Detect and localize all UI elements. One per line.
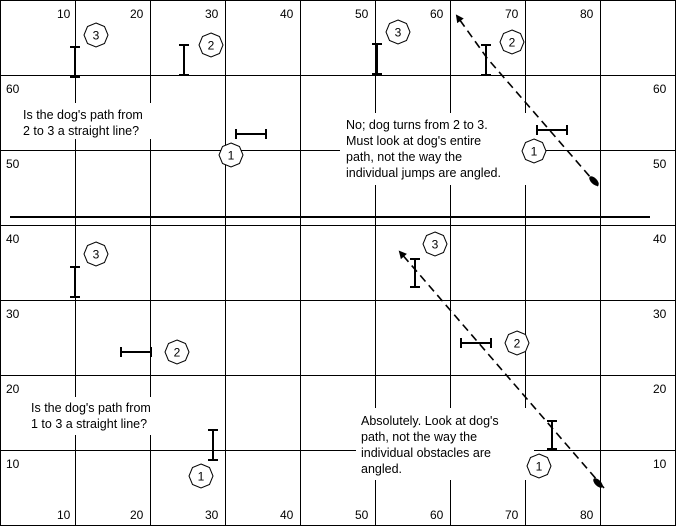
tick-label-bottom: 10 xyxy=(57,508,71,522)
question-line: 1 to 3 a straight line? xyxy=(31,417,147,431)
obstacle-number-2: 2 xyxy=(504,330,530,356)
jump-obstacle xyxy=(536,125,568,135)
tick-label-bottom: 30 xyxy=(205,508,219,522)
panel-bottom-left: Is the dog's path from 1 to 3 a straight… xyxy=(25,241,221,489)
obstacle-number-1: 1 xyxy=(526,453,552,479)
obstacle-number-1: 1 xyxy=(218,142,244,168)
tick-label-left: 10 xyxy=(6,457,20,471)
tick-label-top: 80 xyxy=(580,7,594,21)
tick-label-left: 20 xyxy=(6,382,20,396)
axis-labels-bottom: 10 20 30 40 50 60 70 80 xyxy=(57,508,594,522)
tick-label-left: 60 xyxy=(6,82,20,96)
obstacle-number-label: 1 xyxy=(198,470,205,484)
tick-label-bottom: 80 xyxy=(580,508,594,522)
answer-line: path, not the way the xyxy=(346,150,462,164)
tick-label-top: 30 xyxy=(205,7,219,21)
obstacle-number-1: 1 xyxy=(188,463,214,489)
jump-obstacle xyxy=(120,347,152,357)
obstacle-number-3: 3 xyxy=(83,22,109,48)
obstacle-number-label: 1 xyxy=(531,145,538,159)
panel-top-left: Is the dog's path from 2 to 3 a straight… xyxy=(18,22,267,168)
tick-label-bottom: 70 xyxy=(505,508,519,522)
tick-label-right: 40 xyxy=(653,232,667,246)
obstacle-number-label: 1 xyxy=(228,149,235,163)
tick-label-bottom: 60 xyxy=(430,508,444,522)
axis-labels-right: 60 50 40 30 20 10 xyxy=(653,82,667,471)
jump-obstacle xyxy=(235,129,267,139)
obstacle-number-2: 2 xyxy=(499,29,525,55)
question-box xyxy=(25,397,221,435)
tick-label-top: 40 xyxy=(280,7,294,21)
answer-line: path, not the way the xyxy=(361,430,477,444)
jump-obstacle xyxy=(410,258,420,288)
tick-label-bottom: 50 xyxy=(355,508,369,522)
obstacle-number-3: 3 xyxy=(422,231,448,257)
tick-label-left: 50 xyxy=(6,157,20,171)
obstacle-number-label: 3 xyxy=(93,29,100,43)
tick-label-top: 70 xyxy=(505,7,519,21)
obstacle-number-2: 2 xyxy=(164,339,190,365)
obstacle-number-label: 3 xyxy=(395,26,402,40)
panel-bottom-right: Absolutely. Look at dog's path, not the … xyxy=(356,231,605,489)
answer-box xyxy=(340,113,536,185)
answer-box xyxy=(356,408,534,480)
obstacle-number-3: 3 xyxy=(385,19,411,45)
tick-label-right: 50 xyxy=(653,157,667,171)
obstacle-number-2: 2 xyxy=(198,32,224,58)
jump-obstacle xyxy=(70,266,80,298)
obstacle-number-1: 1 xyxy=(521,138,547,164)
tick-label-bottom: 40 xyxy=(280,508,294,522)
obstacle-number-label: 3 xyxy=(432,238,439,252)
tick-label-top: 60 xyxy=(430,7,444,21)
tick-label-left: 40 xyxy=(6,232,20,246)
tick-label-left: 30 xyxy=(6,307,20,321)
panel-top-right: No; dog turns from 2 to 3. Must look at … xyxy=(340,14,599,187)
question-box xyxy=(18,103,218,139)
jump-obstacle xyxy=(208,429,218,461)
jump-obstacle xyxy=(179,44,189,76)
jump-obstacle xyxy=(460,338,492,348)
tick-label-bottom: 20 xyxy=(130,508,144,522)
axis-labels-top: 10 20 30 40 50 60 70 80 xyxy=(57,7,594,21)
tick-label-top: 50 xyxy=(355,7,369,21)
obstacle-number-label: 2 xyxy=(174,346,181,360)
tick-label-right: 60 xyxy=(653,82,667,96)
jump-obstacle xyxy=(481,44,491,76)
obstacle-number-label: 3 xyxy=(93,248,100,262)
tick-label-right: 30 xyxy=(653,307,667,321)
axis-labels-left: 60 50 40 30 20 10 xyxy=(6,82,20,471)
question-line: 2 to 3 a straight line? xyxy=(23,124,139,138)
answer-line: individual jumps are angled. xyxy=(346,166,501,180)
tick-label-right: 10 xyxy=(653,457,667,471)
dog-start-marker xyxy=(593,478,603,488)
answer-line: individual obstacles are xyxy=(361,446,491,460)
jump-obstacle xyxy=(547,420,557,450)
tick-label-top: 20 xyxy=(130,7,144,21)
obstacle-number-label: 1 xyxy=(536,460,543,474)
question-line: Is the dog's path from xyxy=(31,401,151,415)
tick-label-right: 20 xyxy=(653,382,667,396)
obstacle-number-label: 2 xyxy=(514,337,521,351)
obstacle-number-3: 3 xyxy=(83,241,109,267)
obstacle-number-label: 2 xyxy=(208,39,215,53)
answer-line: Must look at dog's entire xyxy=(346,134,481,148)
jump-obstacle xyxy=(70,46,80,78)
tick-label-top: 10 xyxy=(57,7,71,21)
obstacle-number-label: 2 xyxy=(509,36,516,50)
answer-line: angled. xyxy=(361,462,402,476)
question-line: Is the dog's path from xyxy=(23,108,143,122)
answer-line: Absolutely. Look at dog's xyxy=(361,414,499,428)
answer-line: No; dog turns from 2 to 3. xyxy=(346,118,488,132)
jump-obstacle xyxy=(372,43,382,75)
dog-start-marker xyxy=(589,176,599,186)
